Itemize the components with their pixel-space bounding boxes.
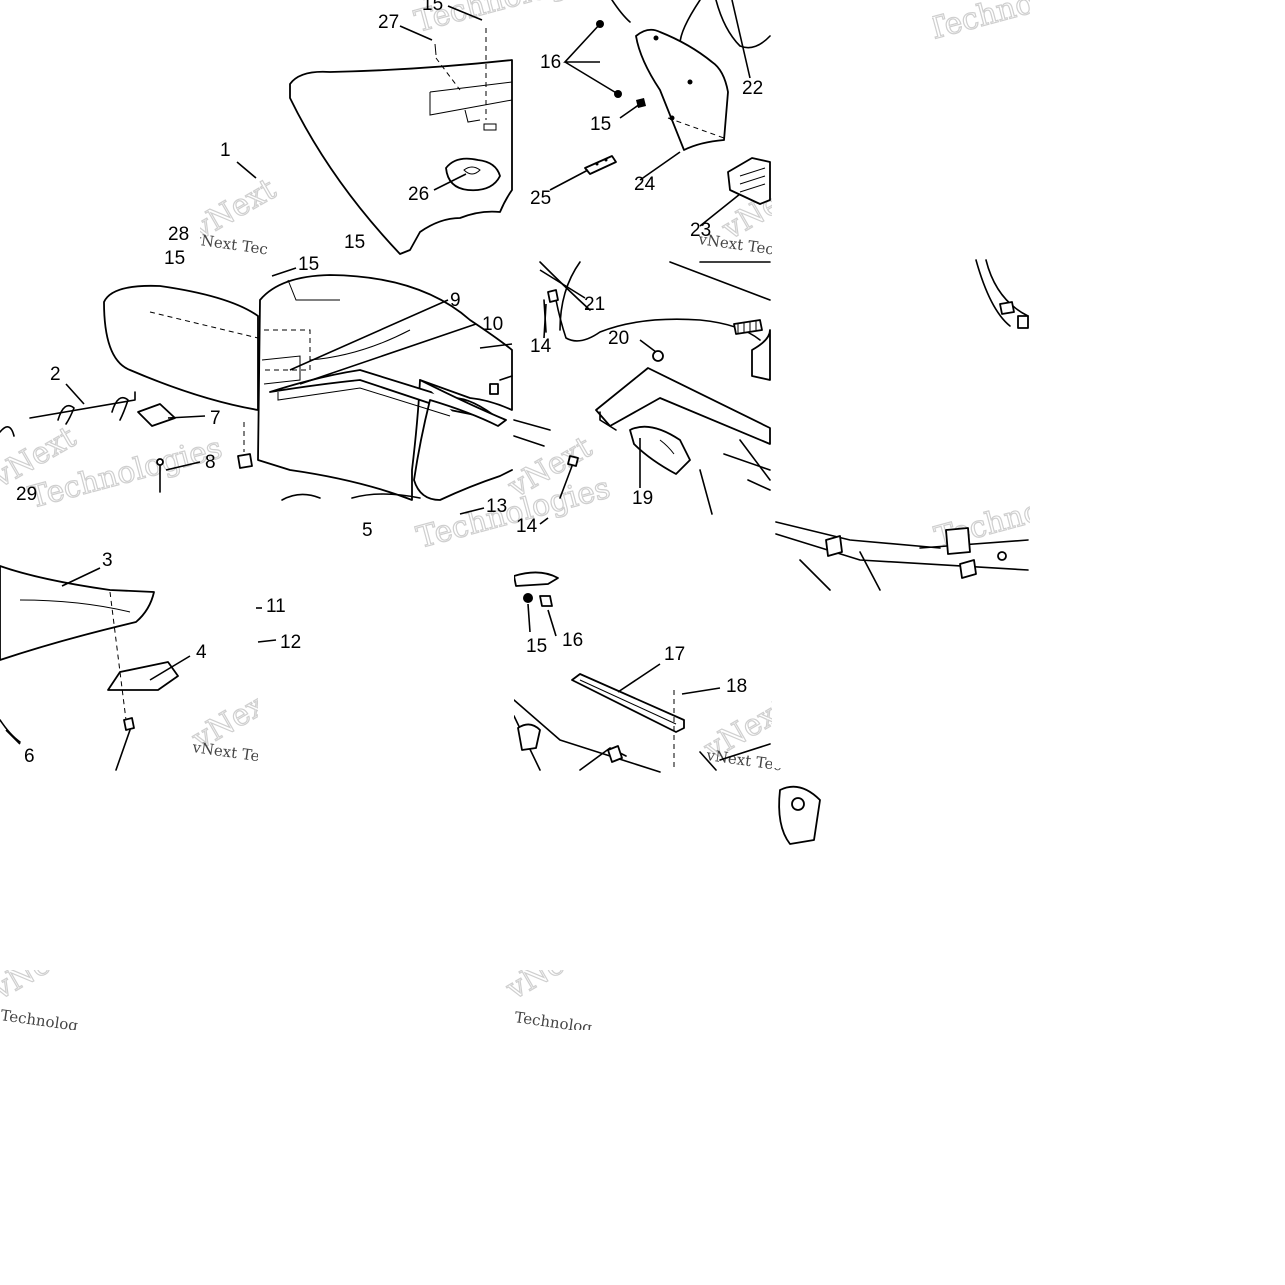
leader-lines <box>5 0 751 745</box>
frame-upper <box>513 261 771 515</box>
watermark-vnext-tec: vNext Tec <box>190 738 269 767</box>
callout-28: 28 <box>168 224 189 245</box>
callout-25: 25 <box>530 188 551 209</box>
callout-27: 27 <box>378 12 399 33</box>
callout-15: 15 <box>422 0 443 15</box>
callout-5: 5 <box>362 520 373 541</box>
callout-11: 11 <box>266 596 286 617</box>
rear-fender-body <box>257 274 513 501</box>
callout-16: 16 <box>562 630 583 651</box>
callout-22: 22 <box>742 78 763 99</box>
callout-16: 16 <box>540 52 561 73</box>
callout-26: 26 <box>408 184 429 205</box>
callout-7: 7 <box>210 408 221 429</box>
mud-flap-area <box>584 0 771 205</box>
callout-15: 15 <box>590 114 611 135</box>
callout-12: 12 <box>280 632 301 653</box>
watermark-vnext-tec: vNext Tec <box>190 230 269 259</box>
seat-lower <box>0 565 179 771</box>
callout-14: 14 <box>516 516 538 537</box>
callouts: 1 2 3 4 5 6 7 8 9 10 11 12 13 14 14 15 1… <box>16 0 763 767</box>
callout-24: 24 <box>634 174 656 195</box>
callout-13: 13 <box>486 496 507 517</box>
callout-20: 20 <box>608 328 629 349</box>
callout-1: 1 <box>220 140 231 161</box>
callout-15: 15 <box>526 636 547 657</box>
callout-14: 14 <box>530 336 552 357</box>
callout-3: 3 <box>102 550 113 571</box>
callout-18: 18 <box>726 676 747 697</box>
callout-19: 19 <box>632 488 653 509</box>
callout-15: 15 <box>298 254 319 275</box>
callout-21: 21 <box>584 294 605 315</box>
frame-lower <box>513 571 771 773</box>
callout-15: 15 <box>164 248 185 269</box>
callout-17: 17 <box>664 644 685 665</box>
callout-23: 23 <box>690 220 711 241</box>
callout-15: 15 <box>344 232 365 253</box>
callout-8: 8 <box>205 452 216 473</box>
callout-6: 6 <box>24 746 35 767</box>
callout-9: 9 <box>450 290 461 311</box>
callout-29: 29 <box>16 484 37 505</box>
callout-4: 4 <box>196 642 207 663</box>
frame-right-detail <box>775 259 1029 845</box>
callout-10: 10 <box>482 314 503 335</box>
callout-2: 2 <box>50 364 61 385</box>
rear-fender-top <box>289 28 513 255</box>
